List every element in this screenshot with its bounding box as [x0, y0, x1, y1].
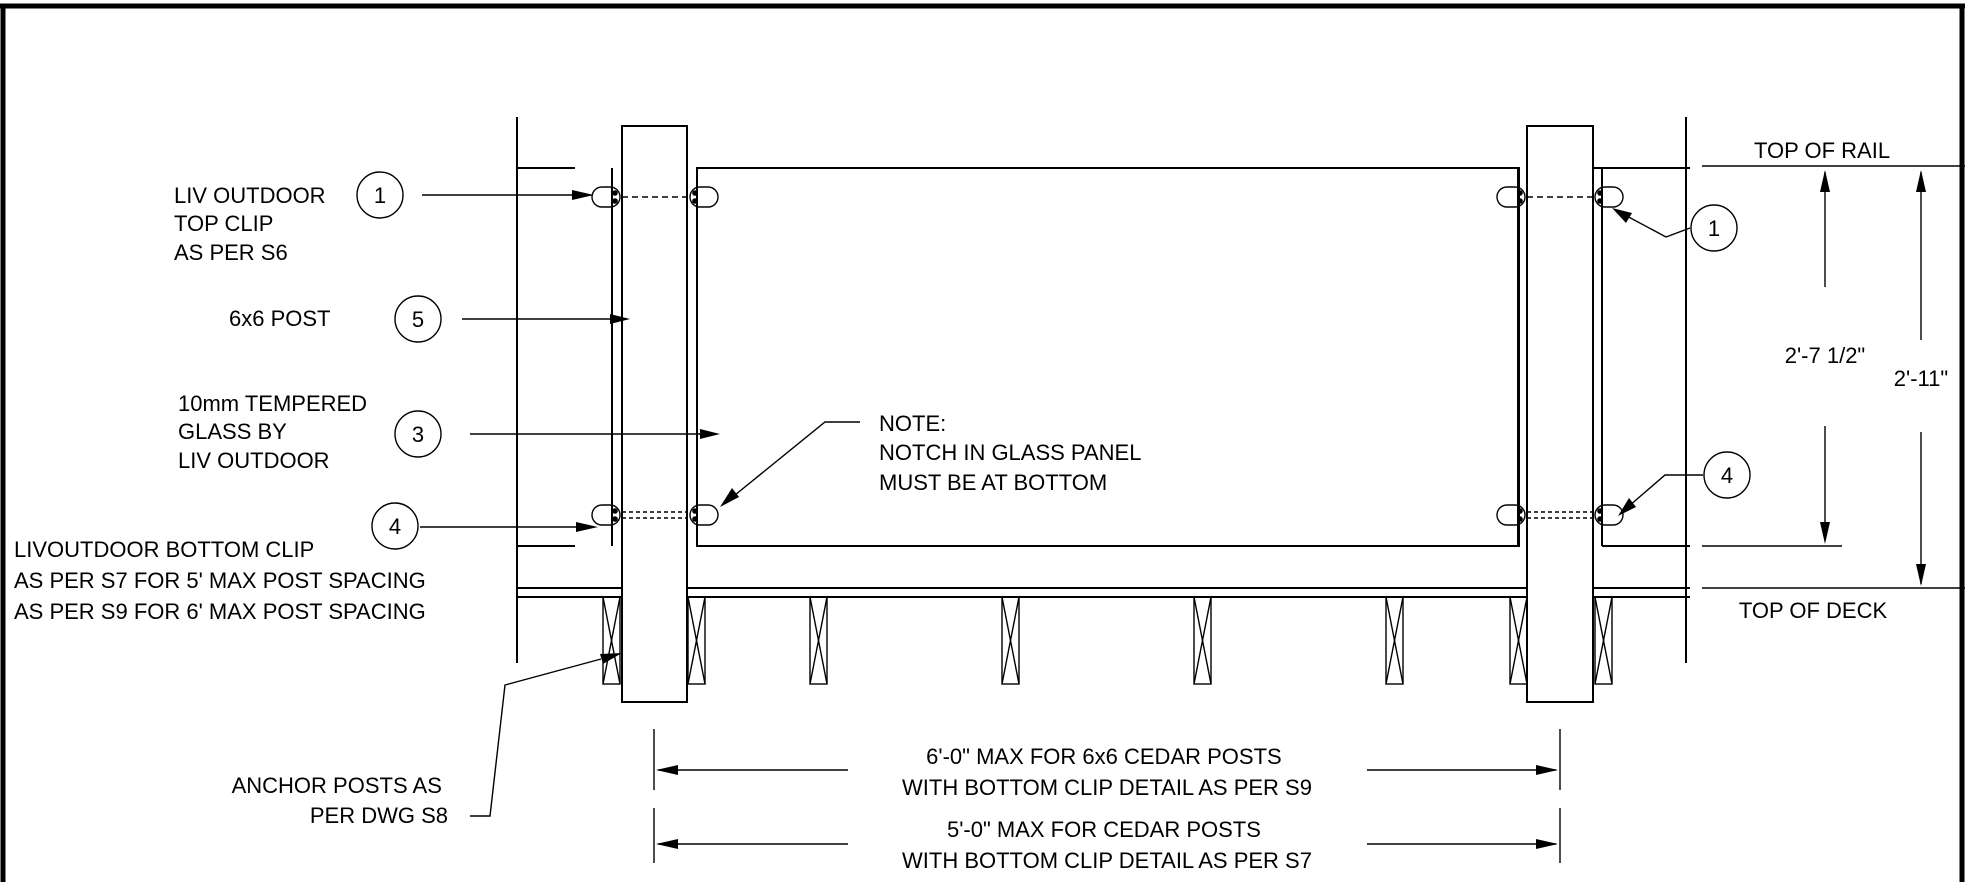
- svg-text:1: 1: [374, 183, 386, 208]
- joist: [1001, 596, 1020, 685]
- glass-clips: [591, 186, 1624, 526]
- reference-lines: [1702, 165, 1965, 589]
- span-6ft-text: 6'-0" MAX FOR 6x6 CEDAR POSTS WITH BOTTO…: [902, 744, 1312, 800]
- deck-boards: [517, 587, 1690, 598]
- right-post: [1526, 125, 1594, 703]
- clip: [591, 186, 621, 208]
- glass-height-dimension: [1820, 170, 1830, 544]
- top-of-deck-label: TOP OF DECK: [1739, 598, 1888, 623]
- rail-height-text: 2'-11": [1894, 366, 1948, 391]
- callout-4-right: 4: [1703, 451, 1751, 499]
- svg-text:3: 3: [412, 422, 424, 447]
- joist: [1193, 596, 1212, 685]
- joist: [687, 596, 706, 685]
- glass-panel: [696, 167, 1520, 547]
- callout-4-left: 4: [371, 502, 419, 550]
- drawing-border: [0, 3, 1965, 882]
- clip: [689, 186, 719, 208]
- callout-1-left: 1: [356, 171, 404, 219]
- joist: [1509, 596, 1528, 685]
- notch-note: NOTE: NOTCH IN GLASS PANEL MUST BE AT BO…: [879, 411, 1147, 495]
- clip: [1496, 504, 1526, 526]
- top-of-rail-label: TOP OF RAIL: [1754, 138, 1890, 163]
- svg-text:1: 1: [1708, 216, 1720, 241]
- glass-height-text: 2'-7 1/2": [1785, 343, 1866, 368]
- span-dimension-6ft: [653, 729, 1561, 790]
- clip: [689, 504, 719, 526]
- svg-text:5: 5: [412, 307, 424, 332]
- clip: [1594, 504, 1624, 526]
- post-label: 6x6 POST: [229, 306, 330, 331]
- deck-joists: [602, 596, 1613, 685]
- clip: [591, 504, 621, 526]
- span-dimension-5ft: [653, 808, 1561, 863]
- joist: [1594, 596, 1613, 685]
- joist: [1385, 596, 1404, 685]
- callout-1-right: 1: [1690, 204, 1738, 252]
- screw: [622, 511, 687, 519]
- left-post: [621, 125, 688, 703]
- bottom-clip-label: LIVOUTDOOR BOTTOM CLIP AS PER S7 FOR 5' …: [14, 537, 432, 624]
- clip: [1496, 186, 1526, 208]
- clip: [1594, 186, 1624, 208]
- top-clip-label: LIV OUTDOOR TOP CLIP AS PER S6: [174, 183, 332, 265]
- screw: [1527, 511, 1593, 519]
- rail-height-dimension: [1916, 170, 1926, 586]
- leader-lines: [420, 190, 1703, 817]
- svg-text:4: 4: [1721, 463, 1733, 488]
- span-5ft-text: 5'-0" MAX FOR CEDAR POSTS WITH BOTTOM CL…: [902, 817, 1312, 873]
- svg-text:4: 4: [389, 514, 401, 539]
- callout-3: 3: [394, 410, 442, 458]
- anchor-posts-label: ANCHOR POSTS AS PER DWG S8: [232, 773, 448, 828]
- joist: [602, 596, 621, 685]
- callout-5: 5: [394, 295, 442, 343]
- joist: [809, 596, 828, 685]
- glass-label: 10mm TEMPERED GLASS BY LIV OUTDOOR: [178, 391, 373, 473]
